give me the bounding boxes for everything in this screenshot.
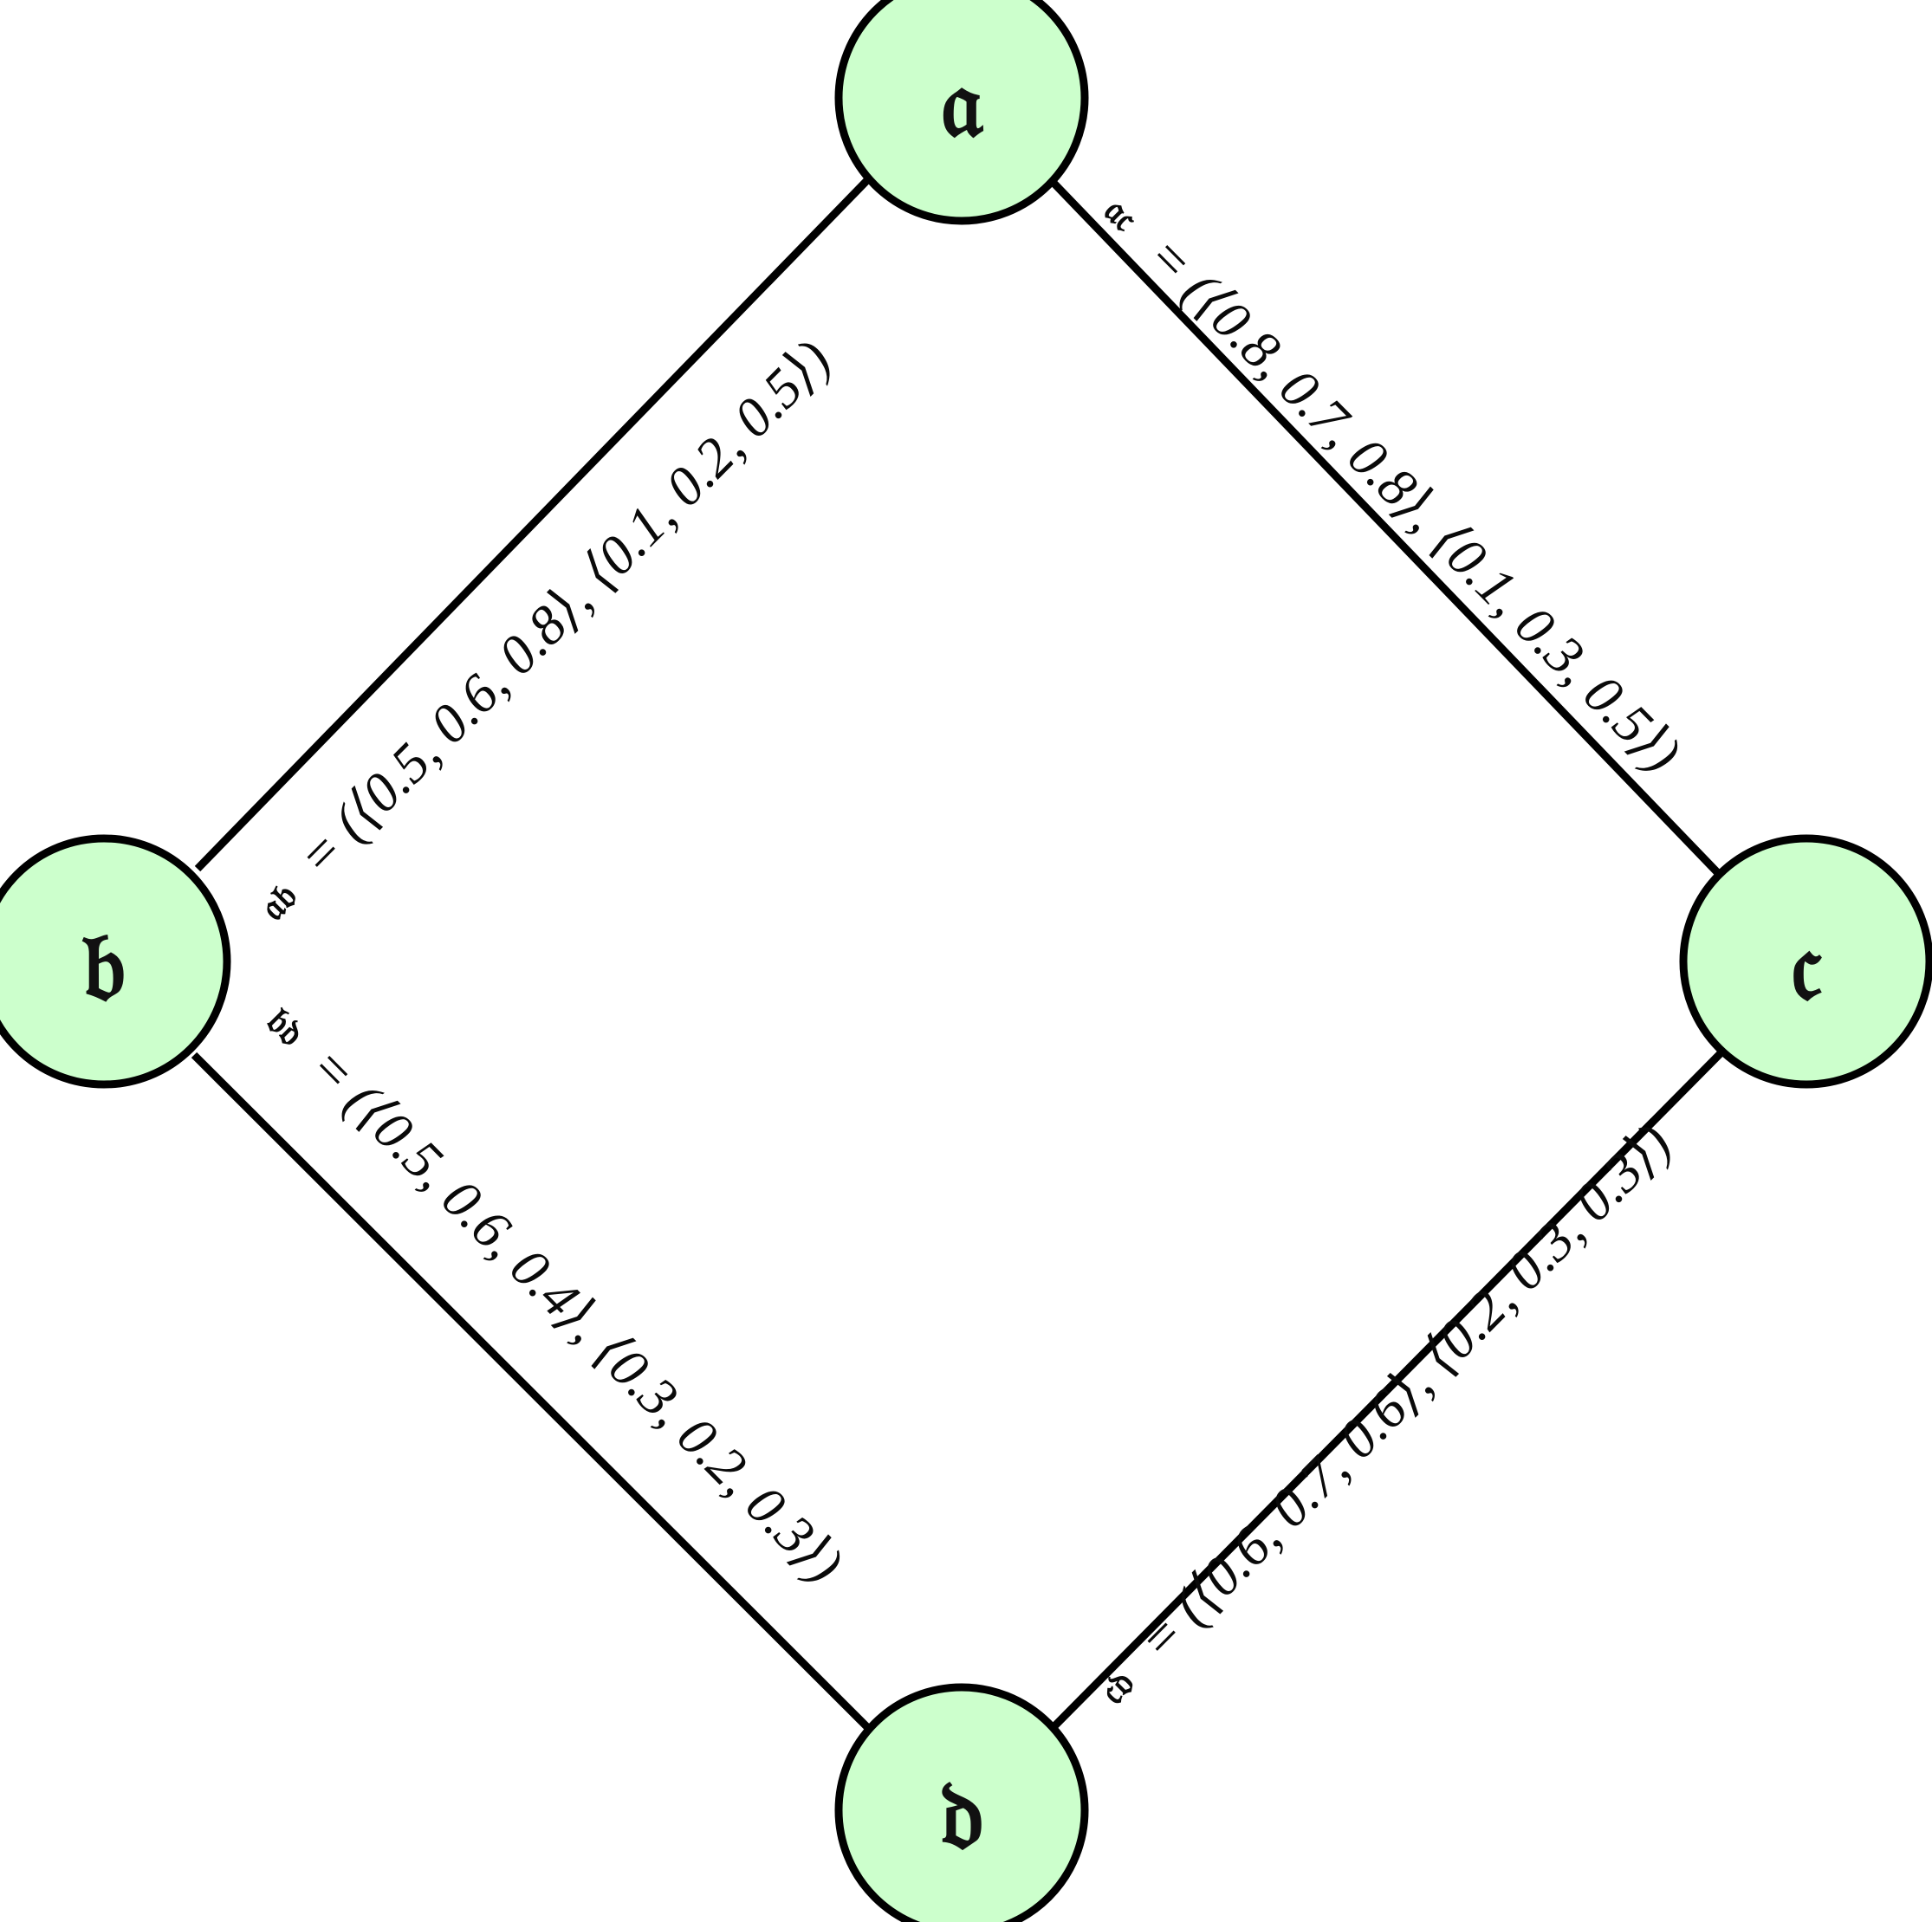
node-c-circle[interactable]	[1679, 834, 1932, 1089]
edge-label-cd-value: (⟨0.6, 0.7, 0.6⟩, ⟨0.2, 0.3, 0.3⟩)	[1162, 1112, 1683, 1636]
node-d[interactable]: 𝔡	[834, 1683, 1089, 1922]
edge-line-ac[interactable]	[1049, 178, 1721, 876]
node-d-label: 𝔡	[940, 1758, 984, 1872]
edge-labels-layer: 𝔞𝔟 = (⟨0.5, 0.6, 0.8⟩, ⟨0.1, 0.2, 0.5⟩) …	[251, 189, 1693, 1713]
node-b-circle[interactable]	[0, 834, 231, 1089]
edge-label-ac: 𝔞𝔠 = (⟨0.8, 0.7, 0.8⟩, ⟨0.1, 0.3, 0.5⟩)	[1095, 189, 1693, 784]
node-b[interactable]: 𝔟	[0, 834, 231, 1089]
node-c-label: 𝔠	[1791, 909, 1822, 1023]
node-a[interactable]: 𝔞	[834, 0, 1089, 225]
edge-label-cd-name: 𝔠𝔡	[1092, 1661, 1144, 1713]
node-c[interactable]: 𝔠	[1679, 834, 1932, 1089]
node-b-label: 𝔟	[82, 909, 126, 1023]
edge-label-ab-value: (⟨0.5, 0.6, 0.8⟩, ⟨0.1, 0.2, 0.5⟩)	[321, 328, 843, 852]
edge-label-ab-name: 𝔞𝔟	[251, 874, 307, 929]
node-a-label: 𝔞	[941, 46, 984, 159]
edge-label-ac-value: (⟨0.8, 0.7, 0.8⟩, ⟨0.1, 0.3, 0.5⟩)	[1171, 259, 1693, 783]
edge-label-bd-value: (⟨0.5, 0.6, 0.4⟩, ⟨0.3, 0.2, 0.3⟩)	[334, 1070, 855, 1594]
edge-line-bd[interactable]	[191, 1052, 872, 1731]
edge-line-ab[interactable]	[194, 175, 872, 872]
edge-label-bd-name: 𝔟𝔡	[257, 1000, 313, 1055]
edge-line-cd[interactable]	[1051, 1050, 1724, 1730]
edges-layer	[191, 175, 1724, 1731]
node-a-circle[interactable]	[834, 0, 1089, 225]
edge-label-cd: 𝔠𝔡 = (⟨0.6, 0.7, 0.6⟩, ⟨0.2, 0.3, 0.3⟩)	[1092, 1112, 1683, 1713]
edge-label-ab: 𝔞𝔟 = (⟨0.5, 0.6, 0.8⟩, ⟨0.1, 0.2, 0.5⟩)	[251, 328, 843, 929]
edge-label-bd: 𝔟𝔡 = (⟨0.5, 0.6, 0.4⟩, ⟨0.3, 0.2, 0.3⟩)	[257, 1000, 855, 1595]
node-d-circle[interactable]	[834, 1683, 1089, 1922]
